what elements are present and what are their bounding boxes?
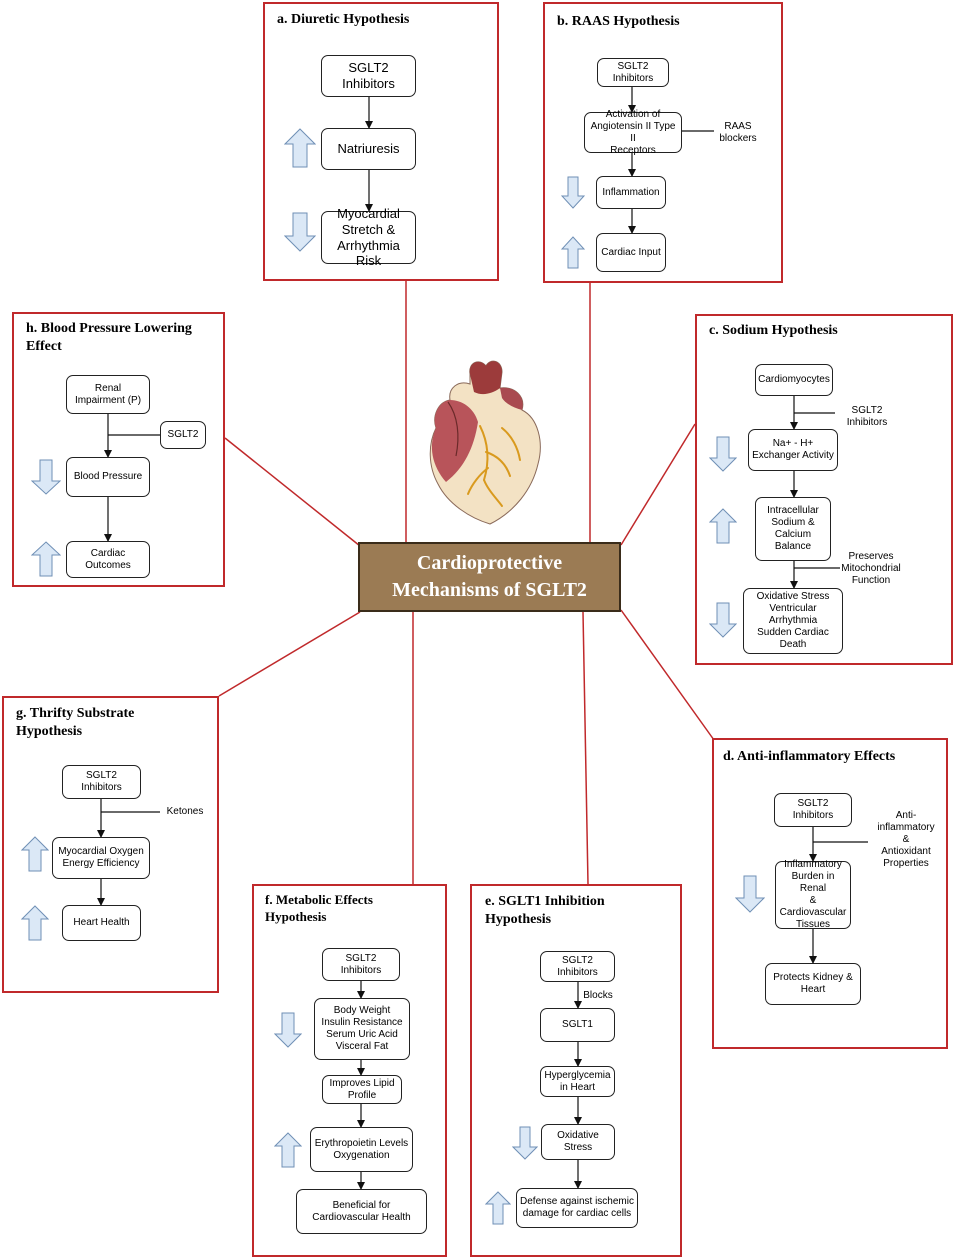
- g-node-myocardial-oxygen: Myocardial Oxygen Energy Efficiency: [52, 837, 150, 879]
- center-title: Cardioprotective Mechanisms of SGLT2: [358, 542, 621, 612]
- down-arrow-icon: [31, 459, 61, 495]
- f-node-sglt2-inhibitors: SGLT2 Inhibitors: [322, 948, 400, 981]
- a-node-sglt2-inhibitors: SGLT2 Inhibitors: [321, 55, 416, 97]
- a-node-myocardial-stretch: Myocardial Stretch & Arrhythmia Risk: [321, 206, 416, 268]
- connector-c: [620, 423, 696, 546]
- g-node-heart-health: Heart Health: [62, 905, 141, 941]
- g-node-sglt2-inhibitors: SGLT2 Inhibitors: [62, 765, 141, 799]
- e-node-defense-ischemic-damage: Defense against ischemic damage for card…: [516, 1188, 638, 1228]
- f-node-erythropoietin: Erythropoietin Levels Oxygenation: [310, 1127, 413, 1172]
- e-node-oxidative-stress: Oxidative Stress: [541, 1124, 615, 1160]
- b-note-raas-blockers: RAAS blockers: [719, 121, 757, 144]
- d-node-inflammatory-burden: Inflammatory Burden in Renal & Cardiovas…: [775, 859, 851, 930]
- a-node-natriuresis: Natriuresis: [321, 128, 416, 170]
- b-node-angiotensin-receptors: Activation of Angiotensin II Type II Rec…: [584, 109, 682, 156]
- connector-g: [218, 611, 361, 697]
- h-node-cardiac-outcomes: Cardiac Outcomes: [66, 541, 150, 578]
- up-arrow-icon: [485, 1191, 511, 1225]
- up-arrow-icon: [31, 541, 61, 577]
- down-arrow-icon: [709, 602, 737, 638]
- up-arrow-icon: [274, 1132, 302, 1168]
- d-note-antioxidant-properties: Anti- inflammatory & Antioxidant Propert…: [877, 810, 935, 869]
- down-arrow-icon: [561, 176, 585, 209]
- heart-illustration: [429, 360, 541, 525]
- e-node-hyperglycemia: Hyperglycemia in Heart: [540, 1066, 615, 1097]
- c-node-oxidative-stress: Oxidative Stress Ventricular Arrhythmia …: [743, 588, 843, 654]
- down-arrow-icon: [709, 436, 737, 472]
- c-note-sglt2-inhibitors: SGLT2 Inhibitors: [846, 405, 888, 428]
- h-node-blood-pressure: Blood Pressure: [66, 457, 150, 497]
- down-arrow-icon: [284, 212, 316, 252]
- down-arrow-icon: [512, 1126, 538, 1160]
- up-arrow-icon: [21, 836, 49, 872]
- down-arrow-icon: [735, 875, 765, 913]
- panel-a-title: a. Diuretic Hypothesis: [277, 12, 410, 27]
- up-arrow-icon: [561, 236, 585, 269]
- panel-h-title: h. Blood Pressure Lowering Effect: [26, 321, 192, 354]
- panel-d-title: d. Anti-inflammatory Effects: [723, 749, 896, 764]
- up-arrow-icon: [21, 905, 49, 941]
- c-node-exchanger-activity: Na+ - H+ Exchanger Activity: [748, 429, 838, 471]
- c-node-cardiomyocytes: Cardiomyocytes: [755, 364, 833, 396]
- f-node-cardiovascular-health: Beneficial for Cardiovascular Health: [296, 1189, 427, 1234]
- down-arrow-icon: [274, 1012, 302, 1048]
- d-node-protects-kidney-heart: Protects Kidney & Heart: [765, 963, 861, 1005]
- e-node-sglt2-inhibitors: SGLT2 Inhibitors: [540, 951, 615, 982]
- connector-h: [224, 437, 361, 547]
- e-note-blocks: Blocks: [583, 990, 613, 1001]
- h-node-sglt2: SGLT2: [160, 421, 206, 449]
- up-arrow-icon: [709, 508, 737, 544]
- f-node-lipid-profile: Improves Lipid Profile: [322, 1075, 402, 1104]
- panel-e-title: e. SGLT1 Inhibition Hypothesis: [485, 894, 605, 927]
- e-node-sglt1: SGLT1: [540, 1008, 615, 1042]
- d-node-sglt2-inhibitors: SGLT2 Inhibitors: [774, 793, 852, 827]
- b-node-sglt2-inhibitors: SGLT2 Inhibitors: [597, 58, 669, 87]
- h-node-renal-impairment: Renal Impairment (P): [66, 375, 150, 414]
- panel-b-title: b. RAAS Hypothesis: [557, 14, 680, 29]
- panel-g-title: g. Thrifty Substrate Hypothesis: [16, 706, 135, 739]
- panel-c-title: c. Sodium Hypothesis: [709, 323, 838, 338]
- b-node-cardiac-input: Cardiac Input: [596, 233, 666, 272]
- connector-e: [582, 611, 589, 885]
- c-note-mitochondrial-function: Preserves Mitochondrial Function: [841, 551, 901, 586]
- c-node-sodium-calcium-balance: Intracellular Sodium & Calcium Balance: [755, 497, 831, 561]
- f-node-body-weight: Body Weight Insulin Resistance Serum Uri…: [314, 998, 410, 1060]
- g-note-ketones: Ketones: [166, 806, 204, 817]
- up-arrow-icon: [284, 128, 316, 168]
- panel-f-title: f. Metabolic Effects Hypothesis: [265, 892, 373, 924]
- b-node-inflammation: Inflammation: [596, 176, 666, 209]
